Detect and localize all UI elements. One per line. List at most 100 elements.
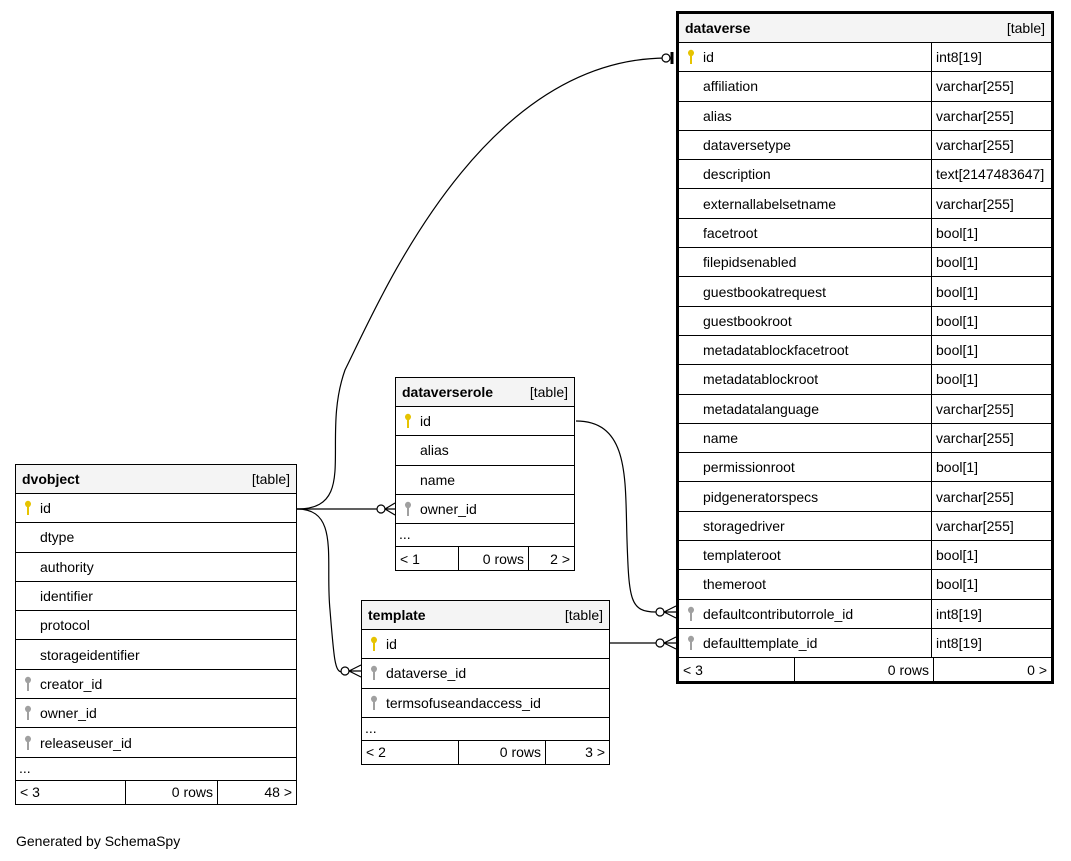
column-name[interactable]: protocol bbox=[40, 617, 90, 634]
column-name[interactable]: externallabelsetname bbox=[703, 195, 837, 212]
column-row[interactable]: owner_id bbox=[396, 495, 574, 525]
column-name[interactable]: owner_id bbox=[420, 501, 477, 518]
column-name[interactable]: storageidentifier bbox=[40, 646, 140, 663]
column-name[interactable]: storagedriver bbox=[703, 517, 785, 534]
column-name[interactable]: facetroot bbox=[703, 224, 758, 241]
column-name[interactable]: name bbox=[420, 471, 456, 488]
column-row[interactable]: id bbox=[16, 494, 296, 524]
column-list: id dataverse_id termsofuseandaccess_id bbox=[362, 630, 609, 718]
parents-link[interactable]: < 3 bbox=[16, 780, 126, 804]
column-name[interactable]: dtype bbox=[40, 529, 75, 546]
column-name[interactable]: id bbox=[703, 49, 714, 66]
column-row[interactable]: creator_id bbox=[16, 670, 296, 700]
column-row[interactable]: filepidsenabled bool[1] bbox=[679, 248, 1051, 278]
column-name[interactable]: description bbox=[703, 166, 771, 183]
parents-link[interactable]: < 1 bbox=[396, 547, 459, 571]
table-template[interactable]: template [table] id dataverse_id termsofus… bbox=[361, 600, 610, 765]
column-name[interactable]: releaseuser_id bbox=[40, 734, 132, 751]
table-header[interactable]: dvobject [table] bbox=[16, 465, 296, 494]
column-name[interactable]: dataversetype bbox=[703, 137, 791, 154]
table-dvobject[interactable]: dvobject [table] id dtype authority identif… bbox=[15, 464, 297, 805]
table-header[interactable]: dataverse [table] bbox=[679, 14, 1051, 43]
column-name[interactable]: alias bbox=[420, 442, 449, 459]
row-count: 0 rows bbox=[795, 658, 934, 682]
table-name[interactable]: template bbox=[368, 607, 426, 623]
table-header[interactable]: dataverserole [table] bbox=[396, 378, 574, 407]
column-name[interactable]: alias bbox=[703, 107, 732, 124]
column-row[interactable]: id bbox=[396, 407, 574, 437]
column-row[interactable]: dtype bbox=[16, 523, 296, 553]
column-row[interactable]: name bbox=[396, 466, 574, 495]
table-name[interactable]: dataverserole bbox=[402, 384, 494, 400]
column-row[interactable]: protocol bbox=[16, 611, 296, 641]
column-name[interactable]: authority bbox=[40, 558, 94, 575]
column-name[interactable]: defaultcontributorrole_id bbox=[703, 605, 854, 622]
column-name[interactable]: owner_id bbox=[40, 705, 97, 722]
column-row[interactable]: releaseuser_id bbox=[16, 728, 296, 758]
parents-link[interactable]: < 2 bbox=[362, 740, 459, 764]
column-row[interactable]: authority bbox=[16, 553, 296, 582]
column-name[interactable]: name bbox=[703, 430, 739, 446]
column-name[interactable]: guestbookatrequest bbox=[703, 283, 826, 300]
column-row[interactable]: dataversetype varchar[255] bbox=[679, 130, 1051, 161]
column-row[interactable]: dataverse_id bbox=[362, 659, 609, 689]
table-header[interactable]: template [table] bbox=[362, 601, 609, 630]
column-row[interactable]: alias bbox=[396, 436, 574, 466]
column-row[interactable]: termsofuseandaccess_id bbox=[362, 689, 609, 718]
children-link[interactable]: 2 > bbox=[550, 550, 570, 567]
column-name[interactable]: permissionroot bbox=[703, 459, 795, 476]
column-row[interactable]: identifier bbox=[16, 582, 296, 612]
column-name[interactable]: themeroot bbox=[703, 576, 767, 593]
column-row[interactable]: id bbox=[362, 630, 609, 660]
parents-link[interactable]: < 3 bbox=[679, 658, 795, 682]
column-name[interactable]: dataverse_id bbox=[386, 665, 467, 682]
column-name[interactable]: termsofuseandaccess_id bbox=[386, 694, 541, 711]
table-name[interactable]: dvobject bbox=[22, 471, 80, 487]
column-name[interactable]: id bbox=[40, 500, 51, 517]
column-type: varchar[255] bbox=[931, 130, 1051, 160]
column-name[interactable]: id bbox=[386, 636, 397, 653]
foreign-key-icon bbox=[16, 705, 40, 721]
column-name[interactable]: id bbox=[420, 413, 431, 430]
column-row[interactable]: storageidentifier bbox=[16, 640, 296, 670]
table-name[interactable]: dataverse bbox=[685, 20, 751, 36]
column-name[interactable]: guestbookroot bbox=[703, 312, 792, 329]
table-dataverserole[interactable]: dataverserole [table] id alias name owner_i… bbox=[395, 377, 575, 572]
column-name[interactable]: templateroot bbox=[703, 547, 781, 564]
column-type: bool[1] bbox=[931, 248, 1051, 277]
column-row[interactable]: owner_id bbox=[16, 699, 296, 729]
column-name[interactable]: filepidsenabled bbox=[703, 254, 797, 271]
column-name[interactable]: metadatalanguage bbox=[703, 400, 819, 417]
children-link[interactable]: 3 > bbox=[585, 744, 605, 761]
children-link[interactable]: 0 > bbox=[1027, 661, 1047, 678]
children-link[interactable]: 48 > bbox=[264, 784, 292, 801]
column-name[interactable]: pidgeneratorspecs bbox=[703, 488, 819, 505]
column-name[interactable]: creator_id bbox=[40, 675, 103, 692]
column-name[interactable]: affiliation bbox=[703, 78, 759, 95]
column-name[interactable]: metadatablockfacetroot bbox=[703, 342, 849, 359]
column-name[interactable]: metadatablockroot bbox=[703, 371, 819, 388]
column-name[interactable]: defaulttemplate_id bbox=[703, 635, 818, 652]
foreign-key-icon bbox=[362, 695, 386, 711]
column-name[interactable]: identifier bbox=[40, 588, 93, 605]
